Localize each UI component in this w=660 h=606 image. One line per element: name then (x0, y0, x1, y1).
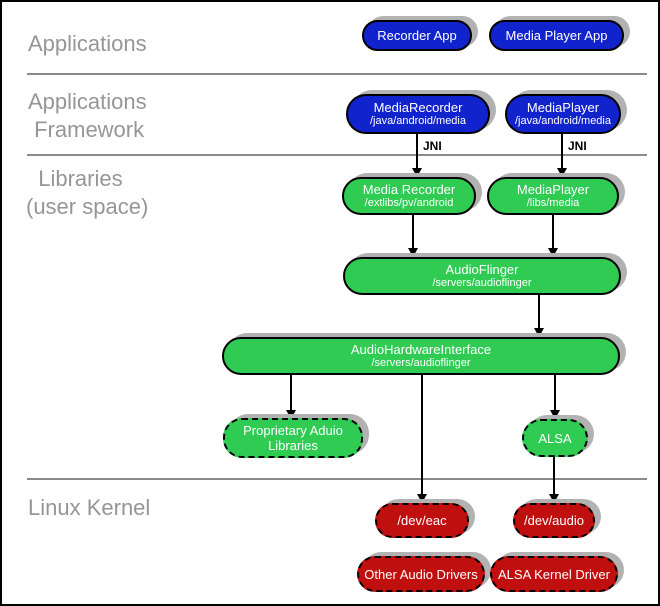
arrow-line-mediarecorder-audioflinger (412, 215, 414, 249)
node-subtitle: /servers/audioflinger (371, 357, 471, 369)
node-audioflinger: AudioFlinger /servers/audioflinger (343, 257, 621, 295)
arrow-head-ahi-alsa (550, 410, 560, 419)
arrow-head-ahi-proprietary (286, 410, 296, 419)
node-title: /dev/audio (524, 513, 584, 528)
node-title: ALSA Kernel Driver (498, 566, 610, 582)
node-title: Other Audio Drivers (364, 566, 478, 582)
node-audio-hardware-interface: AudioHardwareInterface /servers/audiofli… (222, 337, 620, 375)
divider-applications-framework (27, 73, 647, 75)
node-other-audio-drivers: Other Audio Drivers (357, 556, 485, 592)
node-title: MediaRecorder (373, 100, 463, 115)
layer-label-libraries: Libraries (user space) (26, 165, 148, 221)
arrow-head-mediarecorder-audioflinger (408, 248, 418, 257)
arrow-head-audioflinger-ahi (534, 328, 544, 337)
node-title: /dev/eac (397, 513, 447, 528)
arrow-head-mediaplayer-audioflinger (548, 248, 558, 257)
arrow-line-mediaplayer-audioflinger (552, 215, 554, 249)
node-dev-audio: /dev/audio (513, 503, 595, 538)
jni-label-right: JNI (568, 139, 587, 153)
node-media-recorder-native: Media Recorder /extlibs/pv/android (342, 177, 476, 215)
node-proprietary-audio-libraries: Proprietary Aduio Libraries (223, 418, 363, 458)
jni-label-left: JNI (423, 139, 442, 153)
node-title: Media Player App (505, 28, 608, 43)
node-subtitle: /java/android/media (514, 115, 611, 127)
node-title: Proprietary Aduio Libraries (243, 423, 343, 453)
divider-libraries-kernel (27, 478, 647, 480)
arrow-head-ahi-dev-eac (417, 494, 427, 503)
arrow-line-alsa-dev-audio (553, 457, 555, 495)
arrow-head-jni-right (557, 168, 567, 177)
node-alsa: ALSA (522, 419, 588, 457)
layer-label-framework-line1: Applications (28, 89, 147, 114)
arrow-line-audioflinger-ahi (538, 295, 540, 329)
node-mediarecorder-java: MediaRecorder /java/android/media (346, 94, 490, 134)
layer-label-libraries-line2: (user space) (26, 194, 149, 219)
node-title: ALSA (538, 430, 572, 446)
node-title: MediaPlayer (526, 100, 600, 115)
node-subtitle: /java/android/media (369, 115, 466, 127)
node-subtitle: /extlibs/pv/android (364, 197, 454, 209)
arrow-line-jni-right (561, 134, 563, 169)
layer-label-libraries-line1: Libraries (26, 166, 123, 191)
node-subtitle: /libs/media (526, 197, 580, 209)
node-dev-eac: /dev/eac (375, 503, 469, 538)
node-title: Recorder App (377, 28, 457, 43)
arrow-line-ahi-dev-eac (421, 375, 423, 495)
divider-framework-libraries (27, 154, 647, 156)
node-title: Media Recorder (362, 182, 456, 197)
arrow-head-alsa-dev-audio (549, 494, 559, 503)
node-subtitle: /servers/audioflinger (432, 277, 532, 289)
node-mediaplayer-native: MediaPlayer /libs/media (487, 177, 619, 215)
arrow-line-ahi-proprietary (290, 375, 292, 411)
layer-label-framework-line2: Framework (28, 117, 145, 142)
layer-label-framework: Applications Framework (28, 88, 147, 144)
arrow-line-ahi-alsa (554, 375, 556, 411)
layer-label-applications: Applications (28, 31, 147, 56)
node-media-player-app: Media Player App (489, 20, 624, 51)
node-alsa-kernel-driver: ALSA Kernel Driver (490, 556, 618, 592)
layer-label-linux-kernel: Linux Kernel (28, 495, 151, 520)
node-recorder-app: Recorder App (362, 20, 472, 51)
arrow-line-jni-left (416, 134, 418, 169)
node-title: AudioFlinger (445, 262, 519, 277)
arrow-head-jni-left (412, 168, 422, 177)
node-title: MediaPlayer (516, 182, 590, 197)
node-title: AudioHardwareInterface (350, 342, 492, 357)
node-mediaplayer-java: MediaPlayer /java/android/media (505, 94, 621, 134)
